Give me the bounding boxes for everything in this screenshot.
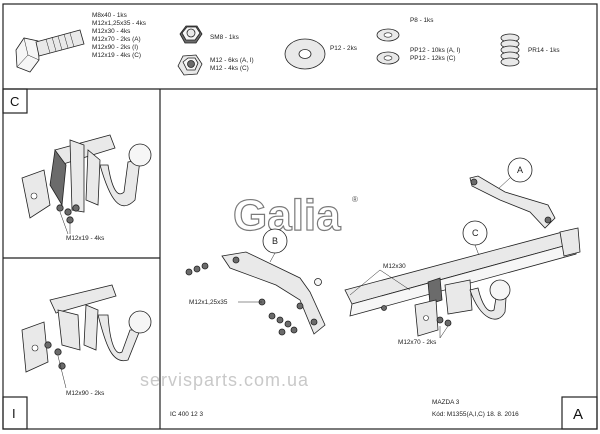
watermark: servisparts.com.ua [140,370,309,390]
hex-nut-icon [177,54,203,76]
bolt-line: M12x19 - 4ks (C) [92,52,141,59]
m12x125x35-label: M12x1,25x35 [189,299,228,306]
bracket-b [221,251,326,335]
callout-a: A [496,157,533,191]
bracket-a [469,175,556,229]
nut-m12-line: M12 - 4ks (C) [210,65,249,72]
panel-c-bolt-label: M12x19 - 4ks [66,235,104,242]
panel-c-letter: C [10,94,19,109]
bolt-line: M12x30 - 4ks [92,28,130,35]
doc-id: IC 400 12 3 [170,411,203,418]
callout-a-letter: A [517,165,523,175]
coil-spring-icon [500,33,520,67]
washer-group-list: P8 - 1ks PP12 - 10ks (A, I) PP12 - 12ks … [410,17,462,62]
washer-p12-label: P12 - 2ks [330,45,357,52]
washer-icon [284,38,326,70]
washer-group-line: PP12 - 10ks (A, I) [410,47,460,54]
nut-m12-list: M12 - 6ks (A, I) M12 - 4ks (C) [210,57,255,72]
nut-m12-line: M12 - 6ks (A, I) [210,57,254,64]
washer-group-line: PP12 - 12ks (C) [410,55,455,62]
spring-washer-icon [376,28,400,65]
outer-frame [2,3,598,430]
corner-letter: A [573,406,583,423]
nut-sm8-label: SM8 - 1ks [210,34,239,41]
m12x30-label: M12x30 [383,263,406,270]
bolt-line: M12x1,25x35 - 4ks [92,20,146,27]
bolt-line: M12x70 - 2ks (A) [92,36,141,43]
tow-ball-assembly [381,277,511,337]
fasteners-left [185,262,322,336]
galia-logo: Galia [233,191,341,240]
kit-code: Kód: M1355(A,I,C) 18. 8. 2016 [432,411,519,418]
bolt-line: M8x40 - 1ks [92,12,127,19]
m12x70-leader [439,325,449,339]
bolt-line: M12x90 - 2ks (I) [92,44,138,51]
self-locking-nut-icon [179,25,203,44]
bolt-list: M8x40 - 1ks M12x1,25x35 - 4ks M12x30 - 4… [92,12,148,59]
panel-c-letter-box [2,88,28,114]
panel-i-letter: I [12,406,16,421]
callout-c-letter: C [472,228,479,238]
washer-group-line: P8 - 1ks [410,17,433,24]
panel-i-letter-box [2,396,28,430]
registered-mark: ® [352,195,358,204]
corner-letter-box [561,396,598,430]
panel-i-towbar-illustration [21,284,152,389]
panel-c-towbar-illustration [21,134,152,235]
callout-b-letter: B [272,236,278,246]
callout-b: B [262,228,288,263]
m12x30-leader [349,269,411,296]
m12x70-label: M12x70 - 2ks [398,339,436,346]
spring-label: PR14 - 1ks [528,47,560,54]
panel-i-bolt-label: M12x90 - 2ks [66,390,104,397]
callout-c: C [462,220,488,259]
bolt-icon [15,29,85,73]
vehicle-name: MAZDA 3 [432,399,460,406]
